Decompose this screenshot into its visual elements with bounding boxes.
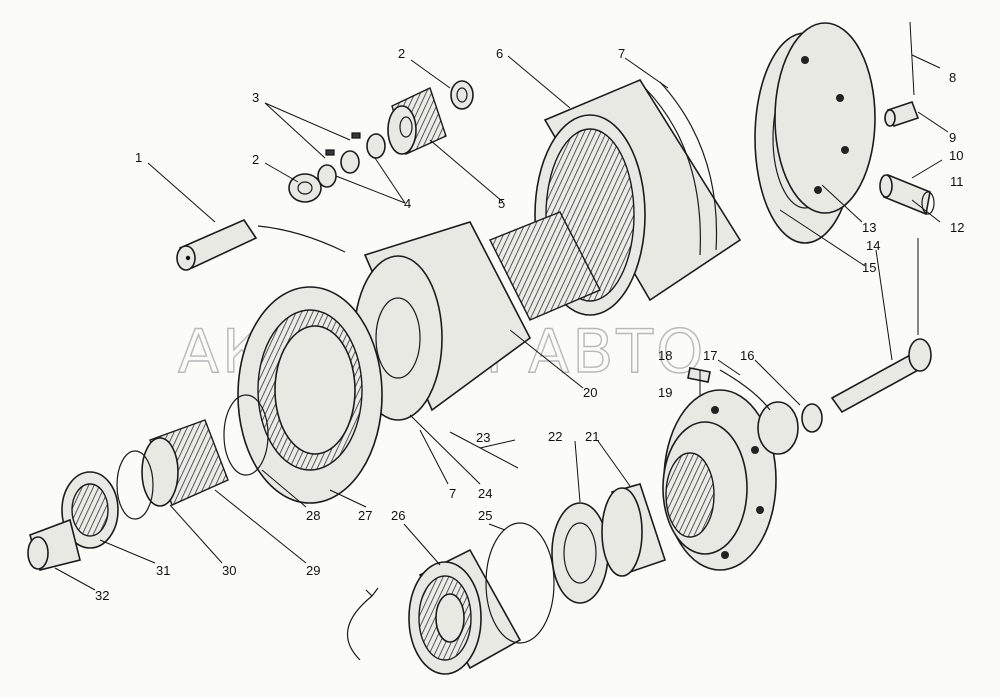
part-13-flange-gear bbox=[754, 22, 876, 244]
part-11-sleeve bbox=[879, 173, 935, 216]
callout-2-left: 2 bbox=[252, 152, 259, 167]
callout-9: 9 bbox=[949, 130, 956, 145]
callout-14: 14 bbox=[866, 238, 880, 253]
callout-12: 12 bbox=[950, 220, 964, 235]
callout-27: 27 bbox=[358, 508, 372, 523]
part-25-ring bbox=[485, 522, 555, 644]
part-1-pin bbox=[176, 218, 346, 271]
callout-29: 29 bbox=[306, 563, 320, 578]
callout-19: 19 bbox=[658, 385, 672, 400]
callout-22: 22 bbox=[548, 429, 562, 444]
callout-17: 17 bbox=[703, 348, 717, 363]
callout-1: 1 bbox=[135, 150, 142, 165]
part-22-gear bbox=[551, 502, 609, 604]
callout-5: 5 bbox=[498, 196, 505, 211]
part-28-snap-ring bbox=[223, 394, 269, 476]
part-9-bolt bbox=[884, 21, 920, 128]
callout-18: 18 bbox=[658, 348, 672, 363]
callout-15: 15 bbox=[862, 260, 876, 275]
callout-7-top: 7 bbox=[618, 46, 625, 61]
callout-labels: 1 2 2 3 4 5 6 7 7 8 9 10 11 12 13 14 15 … bbox=[95, 46, 964, 603]
callout-4: 4 bbox=[404, 196, 411, 211]
callout-11: 11 bbox=[950, 174, 964, 189]
callout-2-top: 2 bbox=[398, 46, 405, 61]
callout-16: 16 bbox=[740, 348, 754, 363]
output-flange bbox=[662, 389, 777, 571]
parts-16-19 bbox=[687, 367, 823, 455]
callout-26: 26 bbox=[391, 508, 405, 523]
washer-and-ring-stack bbox=[288, 80, 474, 203]
part-14-long-bolt bbox=[830, 238, 932, 414]
part-20-planet-carrier bbox=[353, 211, 601, 421]
callout-31: 31 bbox=[156, 563, 170, 578]
callout-6: 6 bbox=[496, 46, 503, 61]
callout-8: 8 bbox=[949, 70, 956, 85]
leader-lines bbox=[54, 54, 949, 591]
callout-10: 10 bbox=[949, 148, 963, 163]
part-21-bushing bbox=[601, 483, 667, 577]
callout-28: 28 bbox=[306, 508, 320, 523]
part-27-toothed-ring bbox=[237, 286, 383, 504]
callout-25: 25 bbox=[478, 508, 492, 523]
callout-20: 20 bbox=[583, 385, 597, 400]
callout-13: 13 bbox=[862, 220, 876, 235]
callout-30: 30 bbox=[222, 563, 236, 578]
callout-24: 24 bbox=[478, 486, 492, 501]
part-31-coupling bbox=[27, 471, 119, 571]
callout-23: 23 bbox=[476, 430, 490, 445]
callout-3: 3 bbox=[252, 90, 259, 105]
callout-32: 32 bbox=[95, 588, 109, 603]
part-5-small-gear bbox=[387, 87, 447, 155]
part-26-roller-bearing bbox=[346, 548, 522, 675]
part-29-gear bbox=[116, 419, 229, 520]
callout-21: 21 bbox=[585, 429, 599, 444]
callout-7-bottom: 7 bbox=[449, 486, 456, 501]
